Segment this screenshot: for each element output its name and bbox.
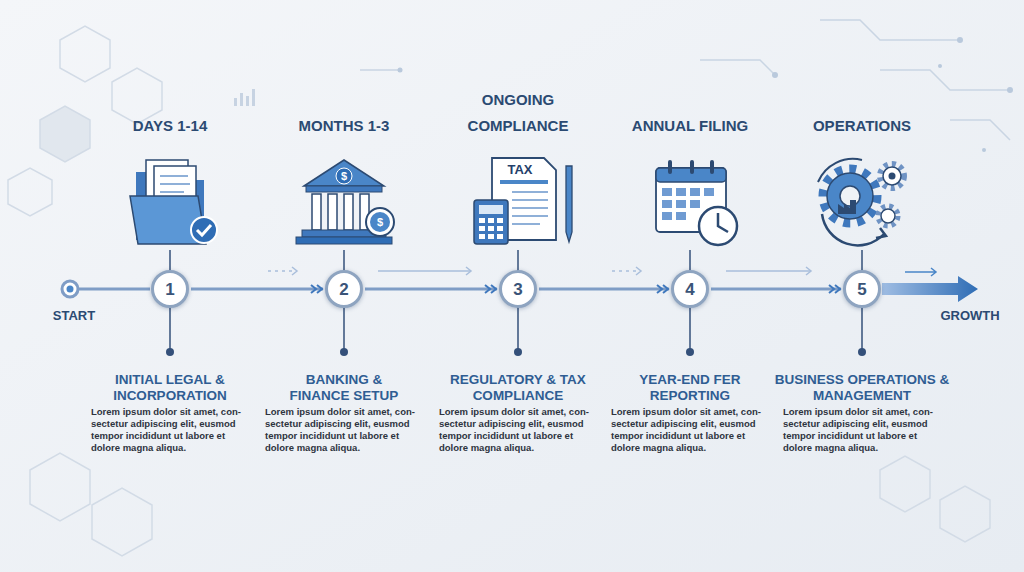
step-number: 2 <box>339 281 348 298</box>
circuit-dots <box>398 37 1014 152</box>
folder-icon <box>130 160 217 244</box>
start-label: START <box>44 309 104 322</box>
step-number: 3 <box>513 281 522 298</box>
step-number: 4 <box>685 281 694 298</box>
growth-arrow <box>882 276 978 302</box>
dollar-symbol: $ <box>337 171 351 182</box>
stem-dots <box>166 348 866 356</box>
start-dot <box>62 281 78 297</box>
circuit-decor <box>360 20 1010 140</box>
step-title: REGULATORY & TAX COMPLIANCE <box>446 372 591 404</box>
step-description: Lorem ipsum dolor sit amet, con- sectetu… <box>265 406 423 454</box>
growth-label: GROWTH <box>935 309 1005 322</box>
step-circle: 5 <box>843 270 881 308</box>
dollar-symbol: $ <box>373 217 387 228</box>
step-title: BUSINESS OPERATIONS & MANAGEMENT <box>767 372 957 404</box>
timeline-connector <box>365 288 497 291</box>
start-dot-core <box>67 286 74 293</box>
tax-document-icon <box>474 158 572 244</box>
bank-icon <box>296 160 394 244</box>
step-description: Lorem ipsum dolor sit amet, con- sectetu… <box>439 406 597 454</box>
step-title: YEAR-END FER REPORTING <box>625 372 755 404</box>
phase-header: ONGOING COMPLIANCE <box>448 87 588 138</box>
phase-header: DAYS 1-14 <box>90 113 250 139</box>
phase-header: OPERATIONS <box>782 113 942 139</box>
step-circle: 1 <box>151 270 189 308</box>
tax-label: TAX <box>498 163 542 176</box>
timeline-connector <box>539 288 669 291</box>
step-description: Lorem ipsum dolor sit amet, con- sectetu… <box>611 406 769 454</box>
gears-icon <box>818 159 904 246</box>
timeline-connector <box>711 288 841 291</box>
step-number: 1 <box>165 281 174 298</box>
step-description: Lorem ipsum dolor sit amet, con- sectetu… <box>783 406 941 454</box>
step-description: Lorem ipsum dolor sit amet, con- sectetu… <box>91 406 249 454</box>
step-circle: 4 <box>671 270 709 308</box>
hexagon-decor <box>8 26 990 556</box>
small-bar-chart <box>234 89 255 106</box>
calendar-icon <box>656 160 737 245</box>
step-circle: 2 <box>325 270 363 308</box>
step-number: 5 <box>857 281 866 298</box>
step-title: INITIAL LEGAL & INCORPORATION <box>95 372 245 404</box>
start-line <box>76 288 150 291</box>
phase-header: ANNUAL FILING <box>610 113 770 139</box>
small-arrow <box>905 268 936 276</box>
timeline-connector <box>191 288 323 291</box>
step-title: BANKING & FINANCE SETUP <box>279 372 409 404</box>
stems <box>170 250 862 350</box>
step-circle: 3 <box>499 270 537 308</box>
phase-header: MONTHS 1-3 <box>264 113 424 139</box>
